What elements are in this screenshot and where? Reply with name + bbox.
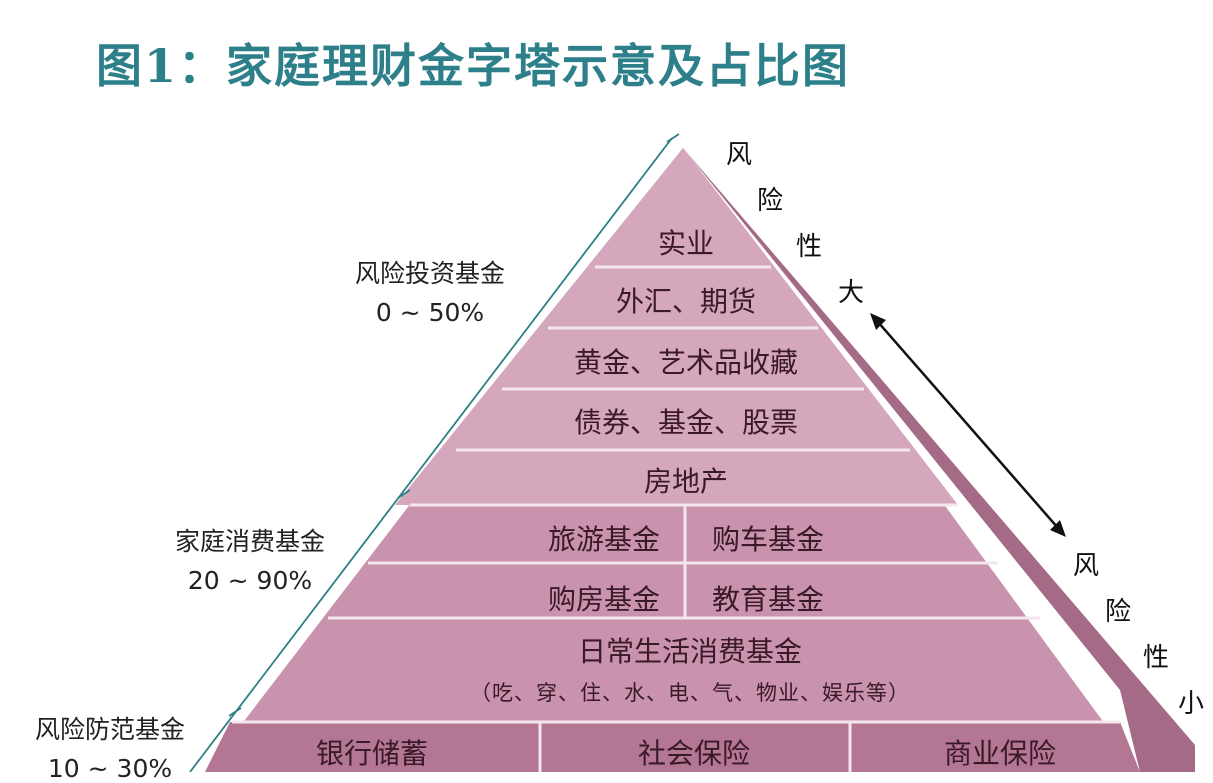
risk-high-char: 大 (838, 278, 865, 308)
left-bracket-line (189, 133, 680, 772)
group-label-range: 10 ~ 30% (47, 754, 173, 783)
group-label-range: 20 ~ 90% (187, 566, 313, 595)
group-label-name: 风险防范基金 (34, 715, 185, 744)
layer-education-fund: 教育基金 (711, 583, 825, 616)
layer-daily-living-fund: 日常生活消费基金 (577, 635, 803, 668)
layer-daily-living-detail: （吃、穿、住、水、电、气、物业、娱乐等） (470, 681, 910, 705)
risk-low-char: 性 (1143, 643, 1170, 673)
layer-forex-futures: 外汇、期货 (615, 285, 757, 318)
risk-high-char: 性 (796, 232, 823, 262)
group-label-range: 0 ~ 50% (375, 298, 485, 327)
layer-house-fund: 购房基金 (547, 583, 661, 616)
layer-bank-savings: 银行储蓄 (315, 737, 429, 770)
layer-car-fund: 购车基金 (711, 523, 825, 556)
pyramid-side-face (683, 148, 1195, 772)
layer-social-insurance: 社会保险 (637, 737, 751, 770)
layer-bonds-funds-stocks: 债券、基金、股票 (573, 406, 799, 439)
risk-low-char: 险 (1105, 597, 1132, 627)
layer-travel-fund: 旅游基金 (547, 523, 661, 556)
group-label-name: 风险投资基金 (354, 259, 505, 288)
layer-gold-art: 黄金、艺术品收藏 (573, 346, 799, 379)
diagram-title: 图1：家庭理财金字塔示意及占比图 (96, 39, 851, 93)
layer-industry: 实业 (657, 227, 715, 260)
layer-real-estate: 房地产 (643, 465, 729, 498)
layer-commercial-insurance: 商业保险 (943, 737, 1057, 770)
risk-double-arrow (870, 313, 1066, 537)
risk-low-char: 小 (1178, 689, 1205, 719)
risk-high-char: 风 (726, 140, 753, 170)
layer-dividers (232, 265, 1120, 772)
group-label-name: 家庭消费基金 (174, 527, 325, 556)
risk-high-char: 险 (757, 186, 784, 216)
risk-low-char: 风 (1073, 551, 1100, 581)
pyramid-bottom-row (205, 722, 1140, 772)
